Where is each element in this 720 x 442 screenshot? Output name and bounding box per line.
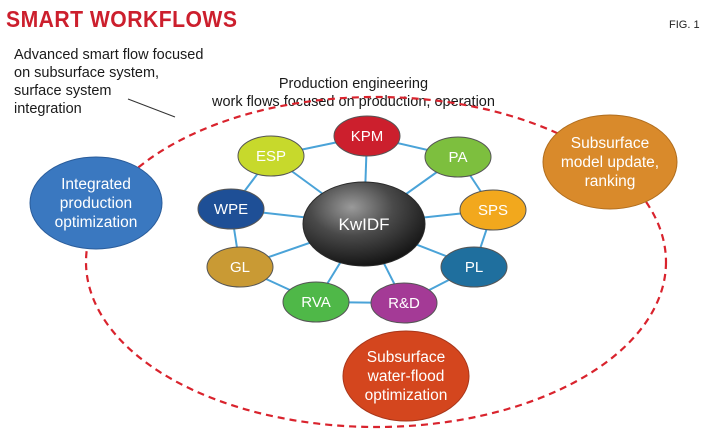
- node-kpm: [333, 115, 401, 157]
- diagram-title: SMART WORKFLOWS: [6, 6, 238, 32]
- workflow-nodes: [197, 115, 527, 324]
- node-label: PA: [448, 148, 468, 166]
- node-label: WPE: [213, 200, 249, 218]
- node-rva: [282, 281, 350, 323]
- bubble-line: Subsurface: [366, 348, 446, 366]
- integrated-optimization-bubble: [29, 156, 163, 250]
- dashed-boundary-ring: [84, 95, 668, 429]
- node-sps: [459, 189, 527, 231]
- bubble-line: ranking: [584, 172, 636, 190]
- node-label: ESP: [255, 147, 286, 165]
- integrated-optimization-label: Integrated production optimization: [34, 170, 158, 236]
- node-wpe: [197, 188, 265, 230]
- node-label: SPS: [477, 201, 508, 219]
- advanced-flow-note: Advanced smart flow focused on subsurfac…: [14, 46, 203, 118]
- node-pl: [440, 246, 508, 288]
- bubble-line: production: [59, 194, 133, 212]
- note-line: on subsurface system,: [14, 65, 160, 81]
- node-esp: [237, 135, 305, 177]
- bubble-line: optimization: [54, 213, 138, 231]
- hub-label: KwIDF: [338, 214, 390, 234]
- kwidf-hub: [302, 181, 426, 267]
- waterflood-optimization-bubble: [342, 330, 470, 422]
- bubble-line: water-flood: [367, 367, 445, 385]
- node-label: R&D: [388, 294, 420, 312]
- node-label: KPM: [350, 127, 384, 145]
- note-line: Advanced smart flow focused: [14, 47, 204, 63]
- bubble-line: optimization: [364, 386, 448, 404]
- figure-number: FIG. 1: [669, 19, 700, 31]
- production-workflow-note: Production engineering work flows focuse…: [212, 75, 495, 111]
- node-rd: [370, 282, 438, 324]
- bubble-line: Subsurface: [570, 134, 650, 152]
- waterflood-optimization-label: Subsurface water-flood optimization: [346, 343, 466, 409]
- node-gl: [206, 246, 274, 288]
- note-line: surface system: [14, 83, 112, 99]
- note-leader-line: [127, 98, 176, 118]
- note-line: Production engineering: [278, 76, 429, 92]
- subsurface-model-label: Subsurface model update, ranking: [546, 129, 674, 195]
- node-label: RVA: [301, 293, 331, 311]
- note-line: integration: [14, 101, 82, 117]
- node-label: GL: [229, 258, 250, 276]
- node-pa: [424, 136, 492, 178]
- bubble-line: Integrated: [61, 175, 131, 193]
- bubble-line: model update,: [560, 153, 660, 171]
- node-label: PL: [464, 258, 484, 276]
- subsurface-model-bubble: [542, 114, 678, 210]
